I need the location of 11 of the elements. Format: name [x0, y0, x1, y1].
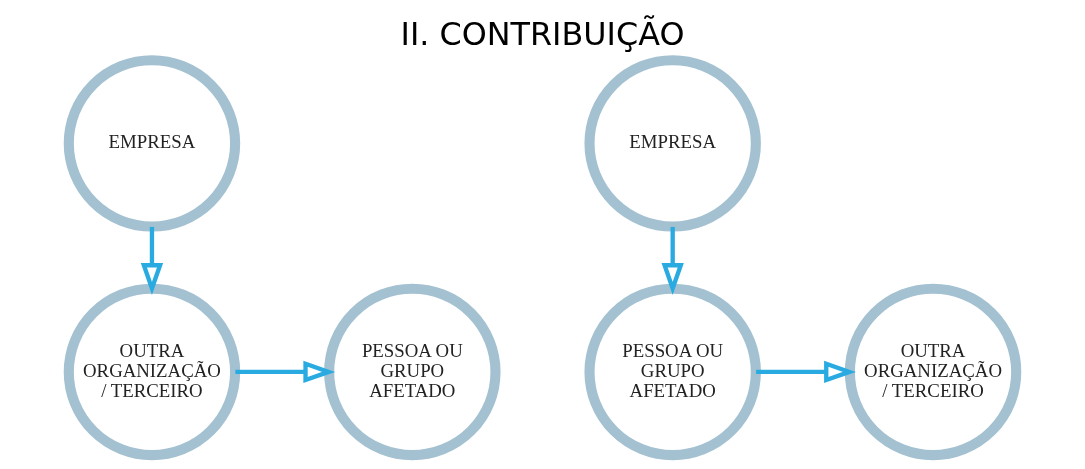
arrow [140, 226, 164, 295]
node-circle: PESSOA OU GRUPO AFETADO [324, 283, 501, 461]
node-circle: OUTRA ORGANIZAÇÃO / TERCEIRO [63, 283, 241, 461]
arrow [756, 360, 856, 384]
node-circle: OUTRA ORGANIZAÇÃO / TERCEIRO [844, 283, 1022, 461]
node-circle: EMPRESA [63, 55, 241, 232]
node-circle: PESSOA OU GRUPO AFETADO [584, 283, 761, 461]
diagram-title: II. CONTRIBUIÇÃO [400, 15, 685, 54]
arrow [235, 360, 336, 384]
arrow [661, 226, 684, 295]
node-circle: EMPRESA [584, 55, 761, 232]
